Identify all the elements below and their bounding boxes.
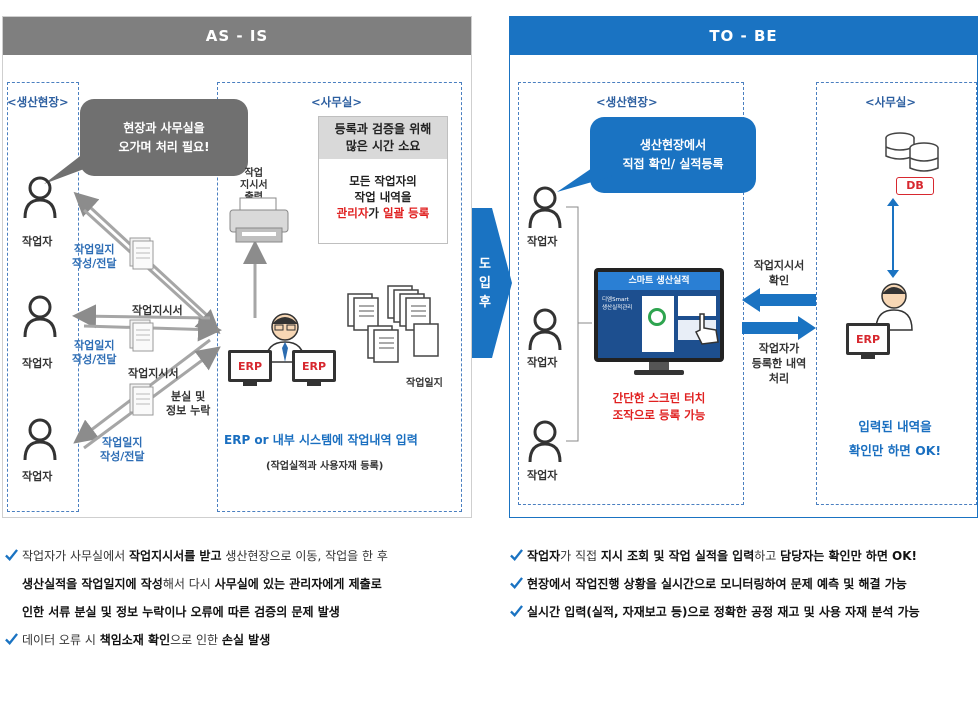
bullet-line: 작업자가 사무실에서 작업지시서를 받고 생산현장으로 이동, 작업을 한 후 [5,542,475,570]
touch-hand-icon [694,313,719,345]
bubble-tail [557,166,613,192]
bullet-line: 인한 서류 분실 및 정보 누락이나 오류에 따른 검증의 문제 발생 [22,605,340,619]
document-icon [129,383,154,416]
asis-site-box [7,82,79,512]
intro-arrow [472,208,512,358]
erp-monitor: ERP [292,350,336,382]
person-icon [23,176,57,219]
worker-bracket [566,206,592,442]
db-badge: DB [896,177,934,195]
tobe-office-label: <사무실> [865,95,917,109]
asis-panel: AS - IS <생산현장> <사무실> [2,16,472,518]
journal-label: 작업일지 [406,378,443,389]
check-icon [510,549,523,561]
erp-input-title: ERP or 내부 시스템에 작업내역 입력 [224,433,418,447]
person-icon [528,420,562,463]
monitor-stand [307,382,321,386]
monitor-neck [649,362,669,370]
journal-stack-icon [347,285,439,363]
worker-label: 작업자 [527,469,558,482]
doc-label-order2: 작업지시서 [128,367,179,380]
person-icon [23,418,57,461]
tobe-bullets: 작업자가 직접 지시 조회 및 작업 실적을 입력하고 담당자는 확인만 하면 … [510,542,980,626]
tobe-site-box [518,82,744,505]
monitor-base [634,370,684,375]
db-erp-arrow [887,198,899,278]
bullet-line: 작업자가 직접 지시 조회 및 작업 실적을 입력하고 담당자는 확인만 하면 … [510,542,980,570]
tobe-site-label: <생산현장> [596,95,658,109]
arrow-to-site [742,288,816,312]
document-icon [129,319,154,352]
asis-office-box [217,82,462,512]
tobe-erp-monitor: ERP [846,323,890,355]
tobe-panel: TO - BE <생산현장> <사무실> [509,16,978,518]
bubble-tail [44,150,108,184]
bubble-line-2: 오가며 처리 필요! [118,139,210,154]
check-icon [5,549,18,561]
doc-label-order1: 작업지시서 [132,304,183,317]
bullet-line: 현장에서 작업진행 상황을 실시간으로 모니터링하여 문제 예측 및 해결 가능 [510,570,980,598]
worker-label: 작업자 [527,235,558,248]
tobe-office-box [816,82,977,505]
person-icon [23,295,57,338]
document-icon [129,237,154,270]
bullet-line: 실시간 입력(실적, 자재보고 등)으로 정확한 공정 재고 및 사용 자재 분… [510,598,980,626]
printer-icon [229,197,289,243]
monitor-stand [243,382,257,386]
erp-monitor: ERP [228,350,272,382]
bullet-line: 데이터 오류 시 책임소재 확인으로 인한 손실 발생 [5,626,475,654]
tobe-header: TO - BE [510,17,977,55]
erp-input-subtitle: (작업실적과 사용자재 등록) [266,461,384,472]
worker-label: 작업자 [22,357,53,370]
monitor-title: 스마트 생산실적 [598,272,720,290]
bullet-line: 생산실적을 작업일지에 작성해서 다시 사무실에 있는 관리자에게 제출로 [22,577,382,591]
check-icon [510,605,523,617]
worker-label: 작업자 [527,356,558,369]
asis-site-label: <생산현장> [7,95,69,109]
person-icon [528,308,562,351]
person-icon [528,186,562,229]
check-icon [5,633,18,645]
bubble-line-1: 현장과 사무실을 [123,120,205,135]
worker-label: 작업자 [22,235,53,248]
asis-header: AS - IS [3,17,471,55]
worker-label: 작업자 [22,470,53,483]
monitor-stand [861,355,875,359]
database-icon [885,132,939,172]
asis-office-label: <사무실> [311,95,363,109]
arrow-to-office [742,316,816,340]
check-icon [510,577,523,589]
